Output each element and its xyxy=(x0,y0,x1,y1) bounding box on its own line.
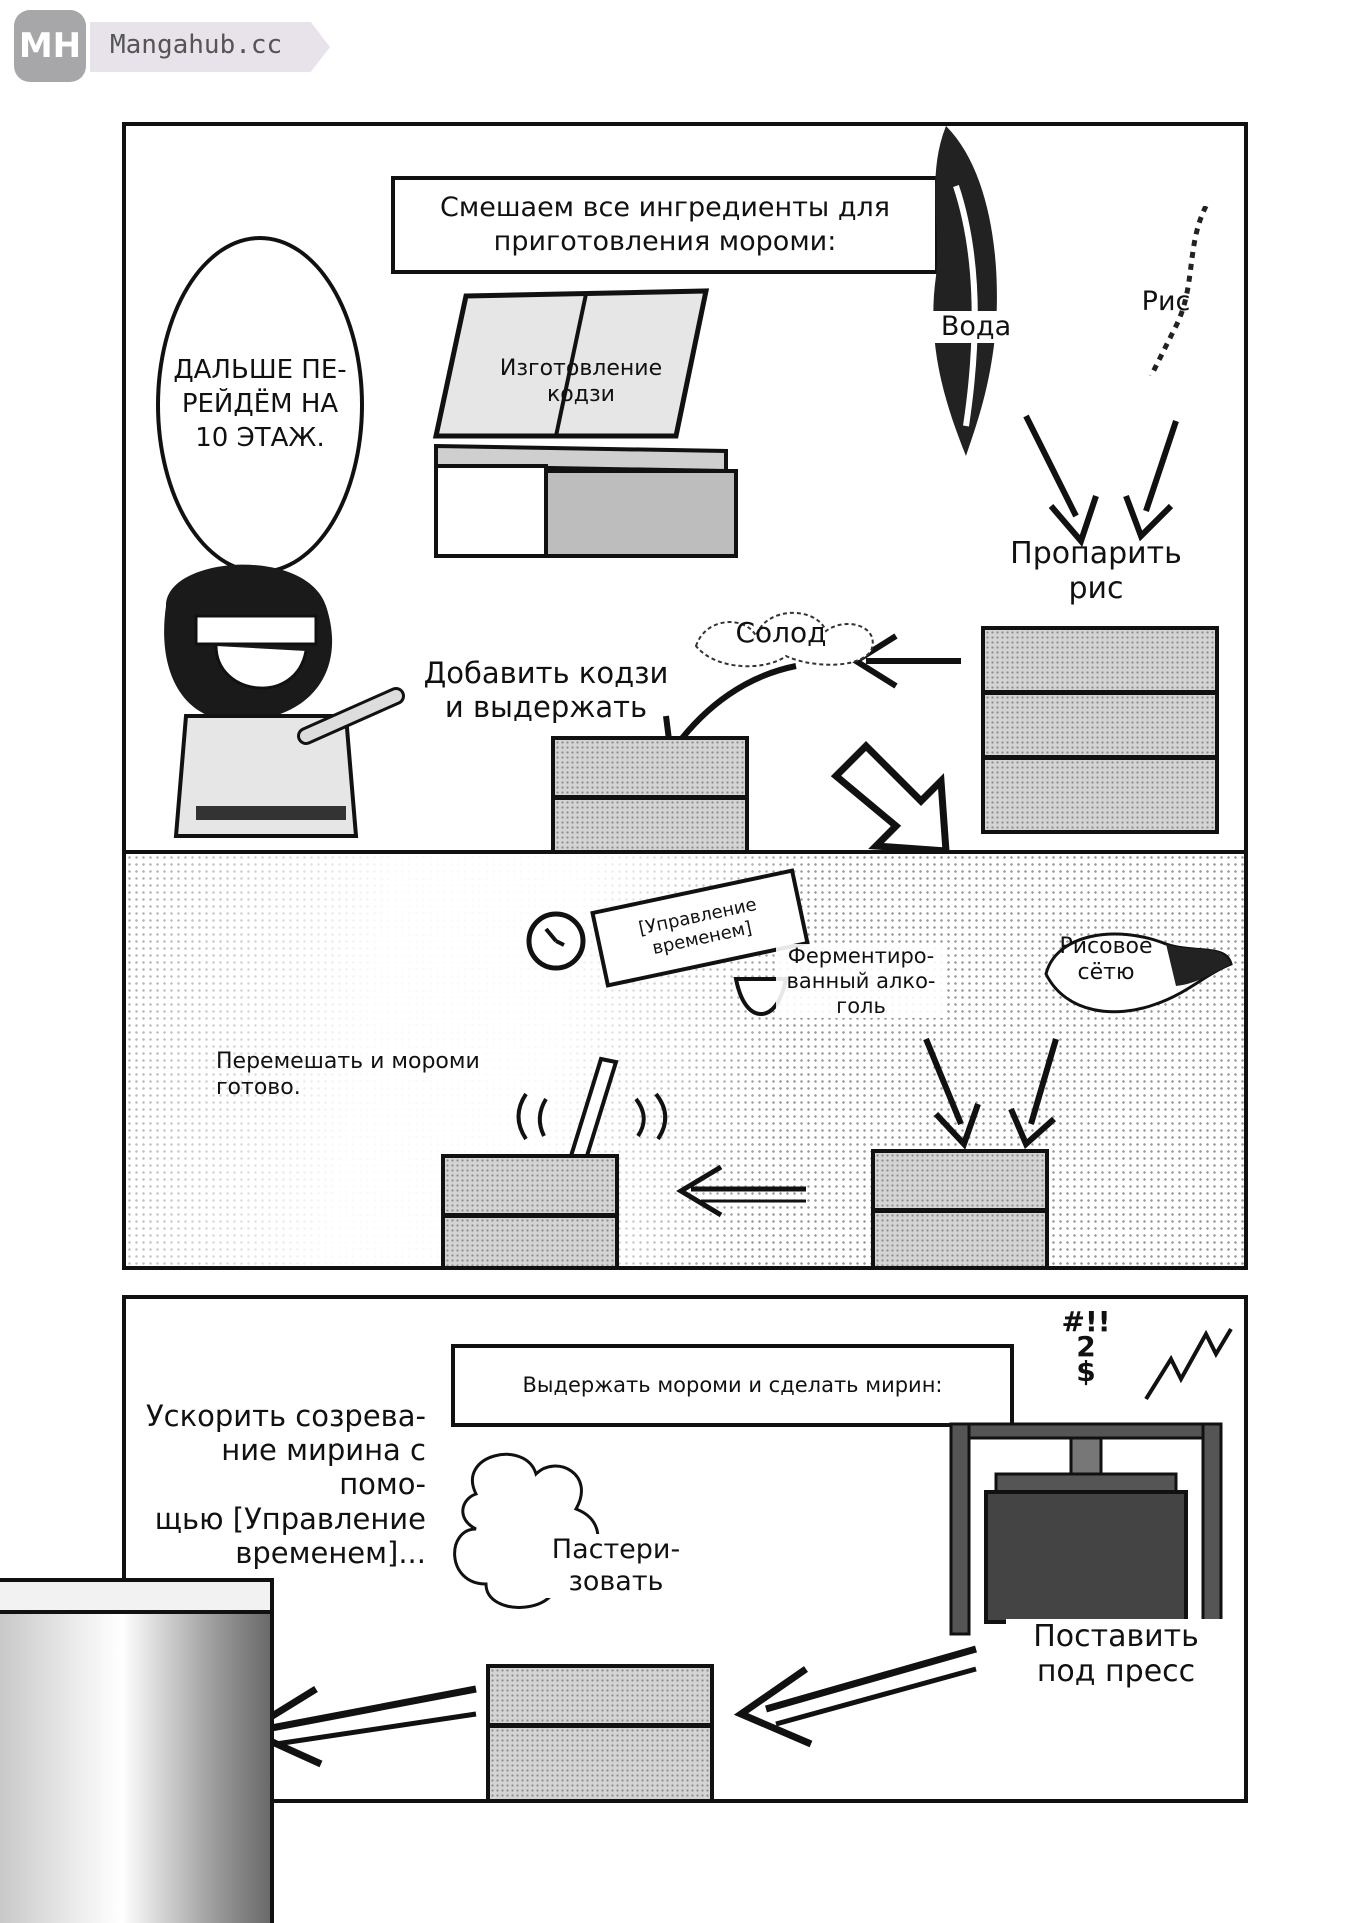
koji-tank xyxy=(551,796,749,854)
big-arrow-icon xyxy=(830,741,950,854)
panel-2: [Управление временем] Ферментиро- ванный… xyxy=(122,850,1248,1270)
press-label: Поставить под пресс xyxy=(1006,1619,1226,1690)
koji-label: Изготовление кодзи xyxy=(499,356,663,407)
mirin-tank xyxy=(486,1664,714,1727)
moromi-tank xyxy=(441,1154,619,1217)
rice-grains-icon xyxy=(1148,206,1209,376)
koji-chamber-illustration xyxy=(432,288,738,558)
sfx-zigzag-icon xyxy=(1144,1327,1233,1401)
stirring-paddle-icon xyxy=(516,1056,668,1162)
clock-icon xyxy=(526,911,586,971)
speech-bubble: ДАЛЬШЕ ПЕ- РЕЙДЁМ НА 10 ЭТАЖ. xyxy=(156,236,364,574)
alcohol-label: Ферментиро- ванный алко- голь xyxy=(776,944,946,1019)
panel-3: Выдержать мороми и сделать мирин: #!! 2 … xyxy=(122,1295,1248,1803)
site-logo-icon: MH xyxy=(14,10,86,82)
character-illustration xyxy=(164,564,405,838)
shochu-splash-icon xyxy=(1044,932,1233,1014)
arrow-down-icon xyxy=(923,1037,1059,1149)
panel3-caption: Выдержать мороми и сделать мирин: xyxy=(451,1344,1014,1427)
shochu-label: Рисовое сётю xyxy=(1059,934,1153,985)
panel1-caption: Смешаем все ингредиенты для приготовлени… xyxy=(391,176,939,274)
panel-1: Смешаем все ингредиенты для приготовлени… xyxy=(122,122,1248,858)
malt-steam-icon xyxy=(694,611,874,668)
mirin-tank xyxy=(486,1724,714,1799)
steamer-tier xyxy=(981,626,1219,694)
moromi-tank xyxy=(871,1209,1049,1266)
malt-label: Солод xyxy=(735,616,827,649)
sfx-text: #!! 2 $ xyxy=(1061,1305,1111,1389)
press-machine-illustration xyxy=(949,1422,1223,1636)
moromi-tank xyxy=(871,1149,1049,1212)
water-splash-icon xyxy=(933,126,997,456)
add-koji-label: Добавить кодзи и выдержать xyxy=(423,656,669,725)
steam-rice-label: Пропарить рис xyxy=(1010,536,1182,607)
steamer-tier xyxy=(981,691,1219,759)
accelerate-label: Ускорить созрева- ние мирина с помо- щью… xyxy=(145,1399,426,1570)
barrel-illustration xyxy=(0,1578,274,1923)
barrel-rim xyxy=(0,1582,270,1614)
moromi-tank xyxy=(441,1214,619,1266)
water-label: Вода xyxy=(926,311,1026,343)
mix-label: Перемешать и мороми готово. xyxy=(216,1049,480,1100)
site-name: Mangahub.cc xyxy=(110,30,283,60)
pasteurize-label: Пастери- зовать xyxy=(546,1534,686,1598)
arrow-down-icon xyxy=(1023,414,1179,547)
arrow-left-icon xyxy=(733,1645,977,1748)
arrow-left-icon xyxy=(676,1164,806,1218)
koji-tank xyxy=(551,736,749,799)
steamer-tier xyxy=(981,756,1219,834)
watermark-bar xyxy=(90,22,330,72)
rice-label: Рис xyxy=(1141,286,1191,317)
